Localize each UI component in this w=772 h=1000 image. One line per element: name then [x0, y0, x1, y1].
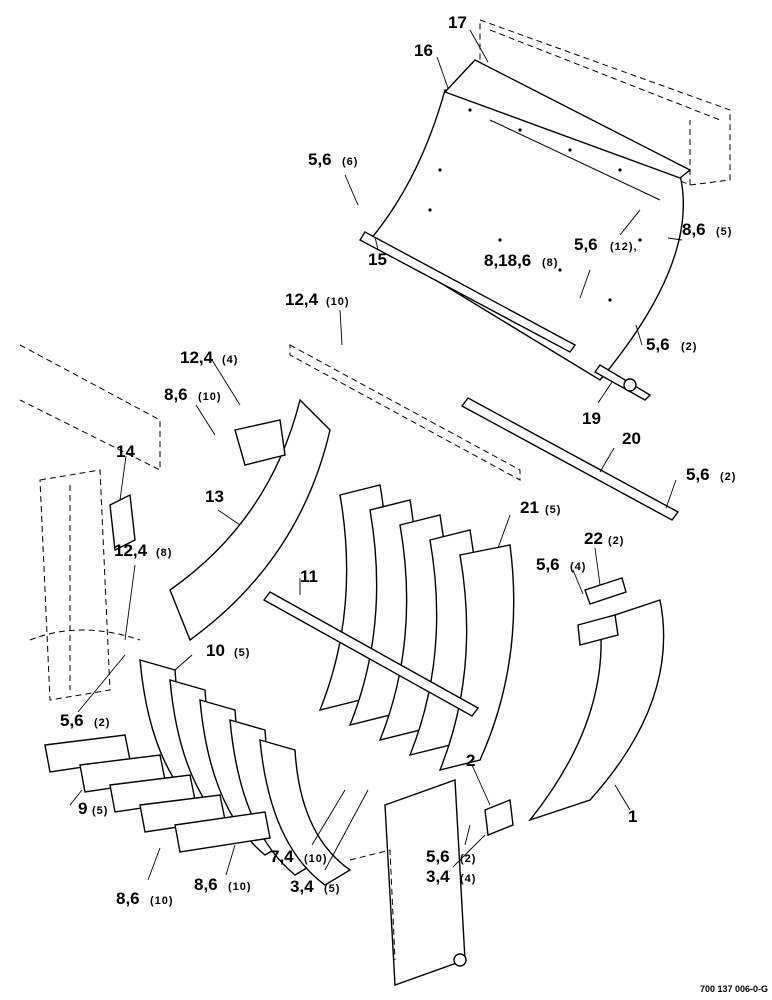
- part-9-trays: [44, 734, 271, 853]
- callout-5-6-g: 5,6: [426, 847, 450, 866]
- part-15-angle: [359, 231, 577, 353]
- callout-12-4-a: 12,4: [285, 290, 319, 309]
- callout-8-6-c-qty: (10): [228, 881, 252, 893]
- callout-5-6-f-qty: (2): [94, 717, 110, 729]
- callout-15: 15: [368, 250, 387, 269]
- callout-12-4-b-qty: (4): [222, 354, 238, 366]
- callout-17: 17: [448, 13, 467, 32]
- callout-12-4-c-qty: (8): [156, 547, 172, 559]
- part-1-side-sheet: [527, 599, 665, 822]
- drawing-code: 700 137 006-0-G: [700, 984, 768, 994]
- callout-3-4-b: 3,4: [290, 877, 314, 896]
- part-11-bar: [262, 591, 480, 717]
- callout-5-6-e: 5,6: [536, 555, 560, 574]
- left-frame-dashed: [29, 469, 141, 701]
- part-22-bracket: [584, 577, 627, 605]
- callout-8-18-6-qty: (8): [542, 257, 558, 269]
- part-20-rail: [460, 397, 680, 521]
- callout-10: 10: [206, 641, 225, 660]
- callout-8-6-a: 8,6: [682, 220, 706, 239]
- callout-3-4-a-qty: (4): [460, 873, 476, 885]
- callout-5-6-c-qty: (2): [681, 341, 697, 353]
- callout-2: 2: [466, 751, 475, 770]
- callout-12-4-b: 12,4: [180, 348, 214, 367]
- part-21-shields: [318, 484, 515, 772]
- part-2-bracket: [484, 799, 514, 836]
- callout-5-6-d-qty: (2): [720, 471, 736, 483]
- callout-21-qty: (5): [545, 504, 561, 516]
- callout-5-6-f: 5,6: [60, 711, 84, 730]
- callout-12-4-c: 12,4: [114, 541, 148, 560]
- frame-rail-dashed: [19, 344, 521, 481]
- callout-20: 20: [622, 429, 641, 448]
- callout-14: 14: [116, 442, 135, 461]
- callout-22-qty: (2): [608, 535, 624, 547]
- callout-12-4-a-qty: (10): [326, 296, 350, 308]
- callout-8-18-6: 8,18,6: [484, 251, 531, 270]
- callout-5-6-g-qty: (2): [460, 853, 476, 865]
- part-19-rail: [593, 364, 652, 401]
- callout-5-6-b: 5,6: [574, 235, 598, 254]
- callout-19: 19: [582, 409, 601, 428]
- callout-10-qty: (5): [234, 647, 250, 659]
- part-14-bracket: [109, 493, 136, 552]
- callout-8-6-c: 8,6: [194, 875, 218, 894]
- callout-7-4-qty: (10): [304, 853, 328, 865]
- callout-22: 22: [584, 529, 603, 548]
- callout-8-6-a-qty: (5): [716, 226, 732, 238]
- callout-5-6-b-qty: (12),: [610, 241, 638, 253]
- callout-8-6-d-qty: (10): [150, 895, 174, 907]
- callout-8-6-d: 8,6: [116, 889, 140, 908]
- callout-5-6-c: 5,6: [646, 335, 670, 354]
- callout-5-6-d: 5,6: [686, 465, 710, 484]
- part-13-side-sheet: [169, 398, 331, 642]
- callout-11: 11: [300, 567, 318, 586]
- callout-3-4-b-qty: (5): [324, 883, 340, 895]
- callout-7-4: 7,4: [270, 847, 294, 866]
- part-16-sheet: [368, 59, 692, 381]
- callout-21: 21: [520, 498, 539, 517]
- callout-1: 1: [628, 807, 637, 826]
- leader-lines: [69, 29, 683, 881]
- callout-5-6-e-qty: (4): [570, 561, 586, 573]
- callout-labels: 17 16 5,6 (6) 5,6 (12), 8,6 (5) 8,18,6 (…: [60, 13, 768, 994]
- callout-9: 9: [78, 799, 87, 818]
- callout-5-6-a: 5,6: [308, 150, 332, 169]
- callout-5-6-a-qty: (6): [342, 156, 358, 168]
- callout-16: 16: [414, 41, 433, 60]
- part-17-rail: [479, 19, 731, 186]
- callout-8-6-b-qty: (10): [198, 391, 222, 403]
- lower-frame: [349, 779, 467, 986]
- callout-3-4-a: 3,4: [426, 867, 450, 886]
- callout-8-6-b: 8,6: [164, 385, 188, 404]
- part-10-guards: [139, 659, 352, 886]
- callout-13: 13: [205, 487, 224, 506]
- callout-9-qty: (5): [92, 805, 108, 817]
